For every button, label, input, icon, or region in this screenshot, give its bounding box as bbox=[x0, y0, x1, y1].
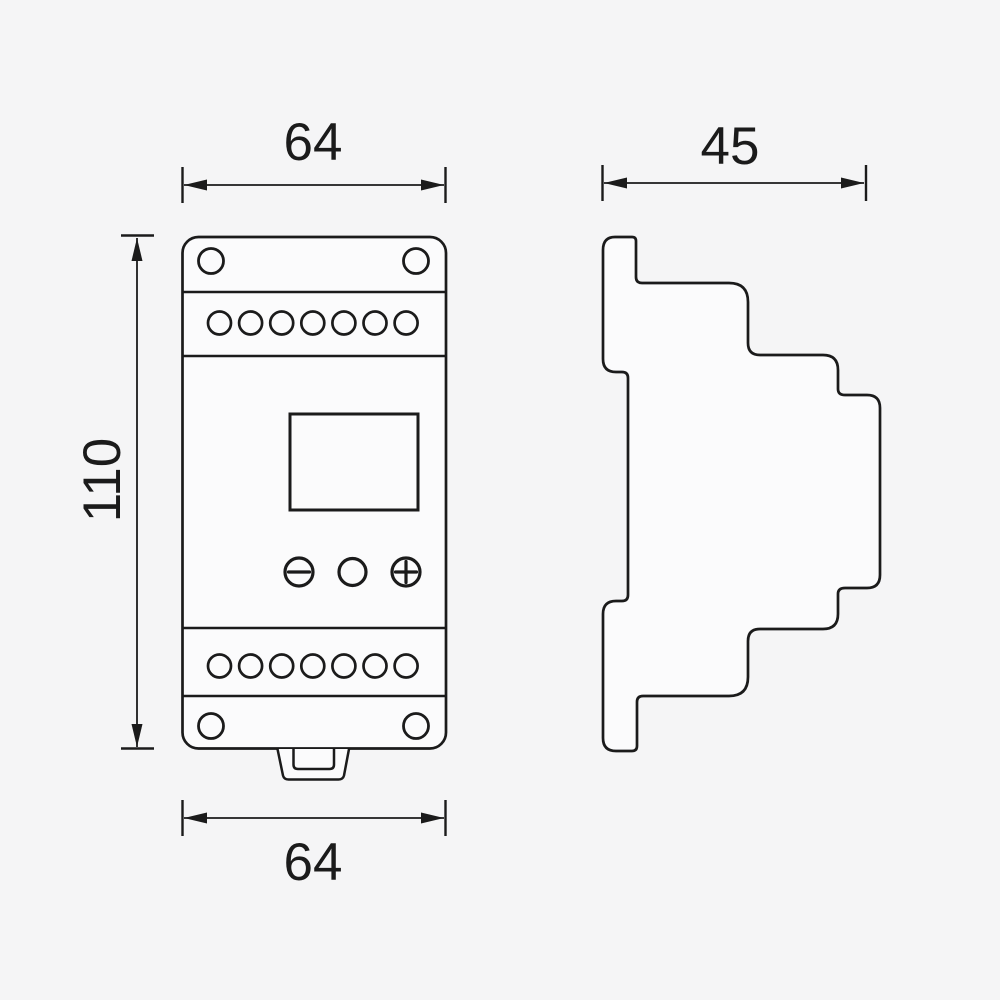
dimension-side-depth: 45 bbox=[601, 117, 868, 201]
arrow-left-icon bbox=[184, 812, 207, 824]
din-clip-tab bbox=[276, 748, 351, 781]
terminal-holes bbox=[206, 310, 419, 679]
terminal-hole bbox=[268, 653, 295, 679]
arrow-left-icon bbox=[184, 179, 207, 191]
screw-hole bbox=[197, 247, 225, 275]
plus-button-circle bbox=[390, 556, 422, 588]
terminal-hole bbox=[362, 653, 388, 679]
minus-button-circle bbox=[283, 556, 315, 588]
din-clip-notch bbox=[292, 749, 336, 771]
screw-hole bbox=[402, 247, 430, 275]
side-view bbox=[601, 235, 882, 753]
terminal-hole bbox=[299, 310, 326, 336]
middle-button-circle bbox=[337, 556, 368, 588]
dimension-front-height: 110 bbox=[73, 234, 154, 750]
screw-hole bbox=[197, 712, 225, 740]
terminal-hole bbox=[331, 653, 357, 679]
terminal-hole bbox=[206, 310, 233, 336]
dimension-label: 45 bbox=[701, 117, 760, 176]
arrow-right-icon bbox=[841, 177, 864, 189]
screw-hole bbox=[402, 712, 430, 740]
dimension-label: 64 bbox=[284, 833, 343, 892]
dimension-front-width-bottom: 64 bbox=[181, 800, 447, 892]
display-window bbox=[288, 412, 420, 512]
arrow-left-icon bbox=[604, 177, 627, 189]
side-profile-outline bbox=[601, 235, 882, 753]
arrow-right-icon bbox=[421, 812, 444, 824]
plus-button bbox=[390, 556, 422, 588]
terminal-hole bbox=[331, 310, 357, 336]
terminal-hole bbox=[237, 310, 264, 336]
front-view bbox=[181, 235, 448, 781]
middle-button bbox=[337, 556, 368, 588]
terminal-hole bbox=[393, 310, 419, 336]
terminal-hole bbox=[237, 653, 264, 679]
minus-button bbox=[283, 556, 315, 588]
terminal-hole bbox=[206, 653, 233, 679]
corner-screw-holes bbox=[197, 247, 430, 740]
arrow-up-icon bbox=[131, 238, 143, 261]
arrow-right-icon bbox=[421, 179, 444, 191]
arrow-down-icon bbox=[131, 724, 143, 747]
terminal-hole bbox=[362, 310, 388, 336]
dimension-label: 64 bbox=[284, 113, 343, 172]
terminal-hole bbox=[299, 653, 326, 679]
dimension-label: 110 bbox=[73, 438, 132, 523]
dimension-front-width-top: 64 bbox=[181, 113, 447, 203]
terminal-hole bbox=[268, 310, 295, 336]
terminal-hole bbox=[393, 653, 419, 679]
